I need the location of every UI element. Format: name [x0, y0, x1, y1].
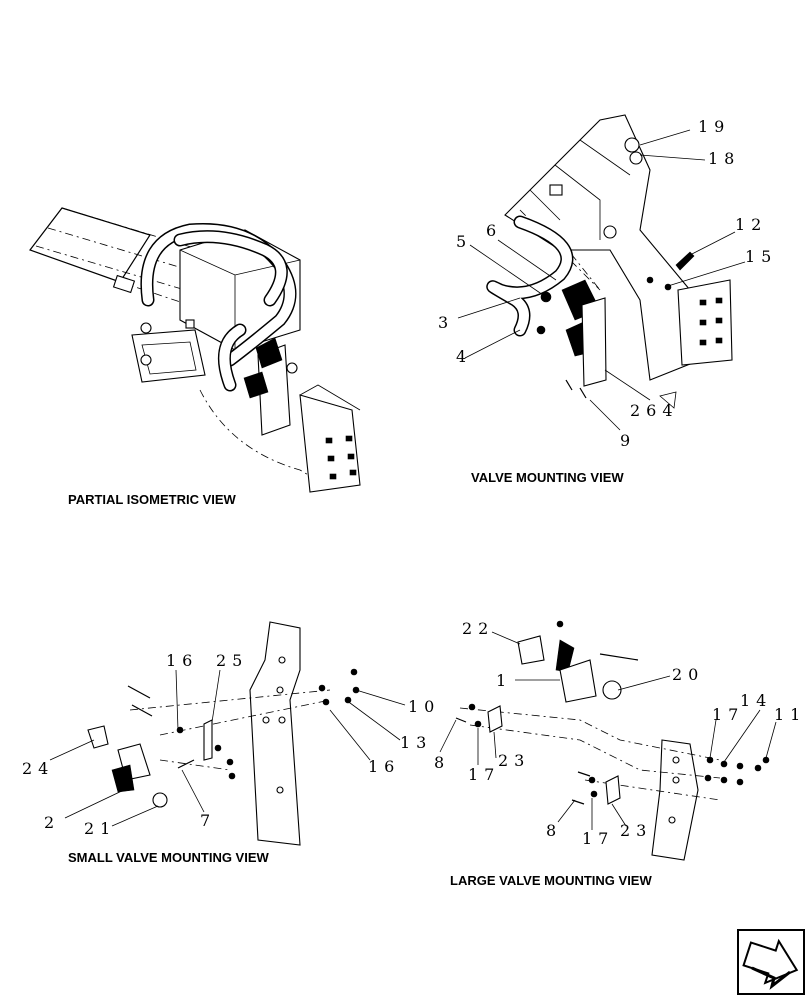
callout-6: 6 [486, 221, 502, 240]
callout-s7: 7 [200, 811, 216, 830]
callout-s13: 13 [400, 733, 432, 752]
callout-s16a: 16 [166, 651, 198, 670]
callout-l8b: 8 [546, 821, 562, 840]
callout-l20: 20 [672, 665, 704, 684]
callouts-small: 16 25 10 13 16 24 2 21 7 [22, 651, 440, 838]
callout-s16b: 16 [368, 757, 400, 776]
callout-4: 4 [456, 347, 472, 366]
valve-mounting-title: VALVE MOUNTING VIEW [471, 470, 624, 485]
small-valve-mounting-view: SMALL VALVE MOUNTING VIEW [49, 621, 406, 865]
next-page-arrow-icon[interactable] [737, 929, 805, 995]
callout-l11: 11 [774, 705, 806, 724]
callout-l23b: 23 [620, 821, 652, 840]
callout-l17c: 17 [582, 829, 614, 848]
large-valve-mounting-title: LARGE VALVE MOUNTING VIEW [450, 873, 652, 888]
callout-18: 18 [708, 149, 740, 168]
callout-l8a: 8 [434, 753, 450, 772]
callout-19: 19 [698, 117, 730, 136]
callout-s2: 2 [44, 813, 60, 832]
callout-s24: 24 [22, 759, 54, 778]
callout-l1: 1 [496, 671, 512, 690]
callout-s25: 25 [216, 651, 248, 670]
callout-12: 12 [735, 215, 767, 234]
callout-3: 3 [438, 313, 454, 332]
partial-isometric-title: PARTIAL ISOMETRIC VIEW [68, 492, 237, 507]
valve-mounting-view: VALVE MOUNTING VIEW [457, 114, 746, 485]
callout-l22: 22 [462, 619, 494, 638]
small-valve-mounting-title: SMALL VALVE MOUNTING VIEW [68, 850, 270, 865]
partial-isometric-view: PARTIAL ISOMETRIC VIEW [29, 207, 361, 507]
large-valve-mounting-view: LARGE VALVE MOUNTING VIEW [439, 620, 777, 888]
callout-l14: 14 [740, 691, 772, 710]
callout-9: 9 [620, 431, 636, 450]
callout-s10: 10 [408, 697, 440, 716]
callout-l23a: 23 [498, 751, 530, 770]
callout-s21: 21 [84, 819, 116, 838]
callouts-top: 19 18 12 15 5 6 3 4 264 9 [438, 117, 777, 450]
callouts-large: 22 1 20 14 17 11 8 17 23 8 17 23 [434, 619, 806, 848]
callout-264: 264 [630, 401, 679, 420]
callout-15: 15 [745, 247, 777, 266]
callout-l17a: 17 [712, 705, 744, 724]
callout-5: 5 [456, 232, 472, 251]
callout-l17b: 17 [468, 765, 500, 784]
